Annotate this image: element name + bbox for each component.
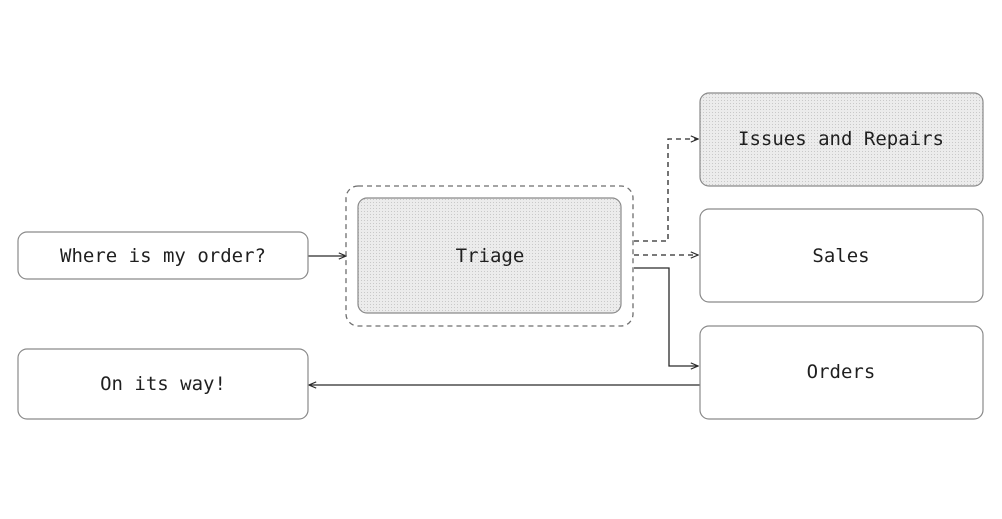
edge-triage-to-issues (634, 139, 698, 242)
node-issues-and-repairs[interactable]: Issues and Repairs (699, 92, 984, 187)
edge-triage-to-orders (634, 267, 698, 366)
node-sales-box (699, 208, 984, 303)
node-question[interactable]: Where is my order? (17, 231, 309, 280)
node-answer[interactable]: On its way! (17, 348, 309, 420)
node-orders[interactable]: Orders (699, 325, 984, 420)
node-issues-box (699, 92, 984, 187)
node-question-box (17, 231, 309, 280)
node-orders-box (699, 325, 984, 420)
node-answer-box (17, 348, 309, 420)
node-sales-label: Sales (812, 245, 869, 267)
edges (308, 139, 700, 385)
node-triage-selection-outline (345, 185, 634, 327)
node-issues-label: Issues and Repairs (738, 128, 944, 150)
node-sales[interactable]: Sales (699, 208, 984, 303)
node-question-label: Where is my order? (60, 245, 266, 267)
node-triage[interactable]: Triage (345, 185, 634, 327)
node-triage-box (357, 197, 622, 314)
node-answer-label: On its way! (100, 373, 226, 395)
node-triage-label: Triage (456, 245, 525, 267)
node-orders-label: Orders (807, 361, 876, 383)
